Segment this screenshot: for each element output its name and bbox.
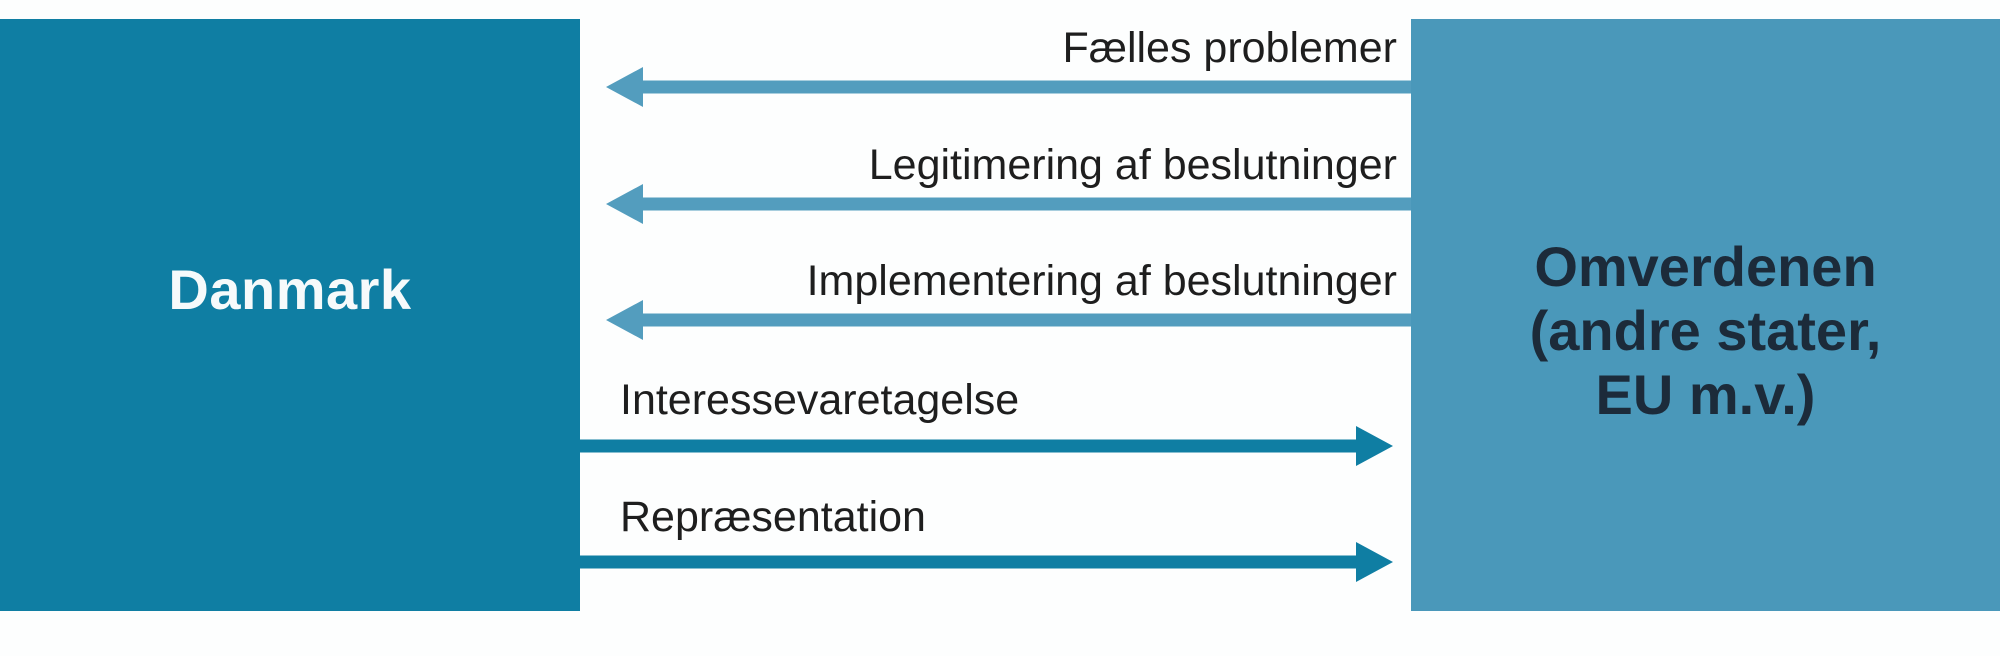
arrow-label-interessevaretagelse: Interessevaretagelse	[620, 376, 1020, 424]
arrow-label-faelles-problemer: Fælles problemer	[1062, 24, 1397, 72]
omverdenen-label: Omverdenen (andre stater, EU m.v.)	[1530, 235, 1882, 427]
arrow-right-icon	[580, 426, 1393, 466]
arrow-label-repraesentation: Repræsentation	[620, 493, 926, 541]
arrow-left-icon	[606, 67, 1411, 107]
danmark-label: Danmark	[168, 257, 412, 321]
omverdenen-label-line-2: (andre stater,	[1529, 299, 1882, 362]
omverdenen-label-line-3: EU m.v.)	[1595, 363, 1816, 426]
arrow-right-icon	[580, 542, 1393, 582]
arrow-label-legitimering: Legitimering af beslutninger	[868, 141, 1397, 189]
arrow-left-icon	[606, 184, 1411, 224]
omverdenen-box: Omverdenen (andre stater, EU m.v.)	[1411, 19, 2000, 611]
arrow-left-icon	[606, 300, 1411, 340]
danmark-box: Danmark	[0, 19, 580, 611]
arrow-label-implementering: Implementering af beslutninger	[806, 257, 1397, 305]
omverdenen-label-line-1: Omverdenen	[1534, 235, 1877, 298]
